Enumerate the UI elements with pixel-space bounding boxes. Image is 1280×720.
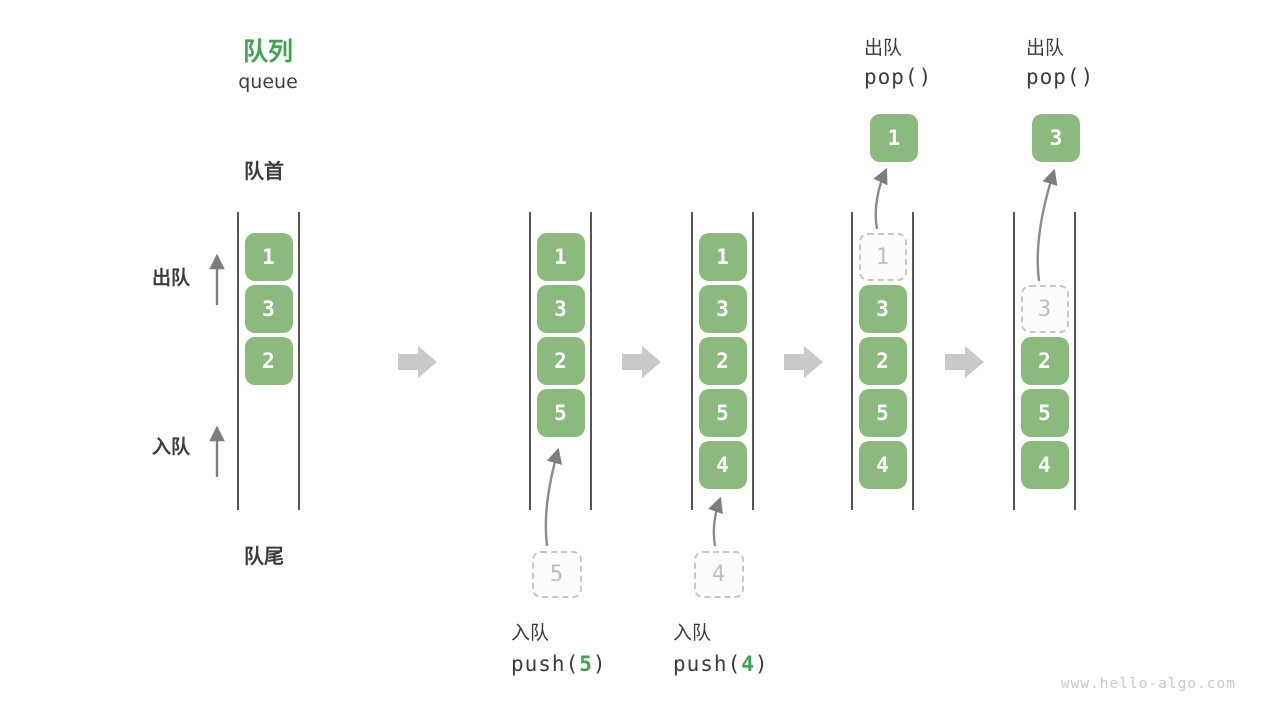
queue-rail-left xyxy=(691,212,693,510)
code-text: push( xyxy=(673,652,742,676)
diagram-title-en: queue xyxy=(238,71,298,93)
pending-enqueue-box: 5 xyxy=(531,551,582,598)
watermark: www.hello-algo.com xyxy=(1060,676,1236,692)
enqueue-op-code: push(5) xyxy=(511,652,607,676)
next-step-arrow-icon xyxy=(945,346,984,378)
next-step-arrow-icon xyxy=(398,346,437,378)
queue-cell: 3 xyxy=(698,285,747,333)
queue-rail-right xyxy=(298,212,300,510)
label-queue-front: 队首 xyxy=(244,159,284,183)
code-text: ) xyxy=(754,652,769,676)
code-argument: 5 xyxy=(579,652,593,676)
queue-cell: 4 xyxy=(858,441,907,489)
queue-rail-left xyxy=(237,212,239,510)
queue-cell: 3 xyxy=(244,285,293,333)
enqueue-flow-arrow-icon xyxy=(544,447,562,547)
queue-rail-right xyxy=(912,212,914,510)
pending-enqueue-box: 4 xyxy=(693,551,744,598)
code-text: ) xyxy=(592,652,607,676)
code-argument: 4 xyxy=(741,652,755,676)
queue-rail-left xyxy=(851,212,853,510)
dequeue-op-code: pop() xyxy=(864,65,933,89)
queue-rail-right xyxy=(752,212,754,510)
queue-rail-left xyxy=(529,212,531,510)
next-step-arrow-icon xyxy=(622,346,661,378)
queue-rail-right xyxy=(1074,212,1076,510)
queue-cell: 5 xyxy=(536,389,585,437)
popped-value-box: 3 xyxy=(1032,114,1080,162)
queue-cell-dashed: 1 xyxy=(858,233,907,281)
queue-cell: 4 xyxy=(698,441,747,489)
queue-rail-left xyxy=(1013,212,1015,510)
queue-cell: 3 xyxy=(858,285,907,333)
queue-cell: 2 xyxy=(858,337,907,385)
dequeue-flow-arrow-icon xyxy=(873,167,888,230)
label-dequeue: 出队 xyxy=(152,267,191,289)
queue-cell: 1 xyxy=(244,233,293,281)
enqueue-flow-arrow-icon xyxy=(708,496,723,547)
label-enqueue: 入队 xyxy=(152,436,191,458)
queue-cell: 2 xyxy=(536,337,585,385)
diagram-title-zh: 队列 xyxy=(242,37,293,66)
queue-cell: 2 xyxy=(1020,337,1069,385)
label-queue-rear: 队尾 xyxy=(244,544,284,568)
popped-value-box: 1 xyxy=(870,114,918,162)
queue-cell: 2 xyxy=(244,337,293,385)
queue-cell: 4 xyxy=(1020,441,1069,489)
queue-cell: 2 xyxy=(698,337,747,385)
next-step-arrow-icon xyxy=(784,346,823,378)
queue-cell: 1 xyxy=(698,233,747,281)
queue-rail-right xyxy=(590,212,592,510)
enqueue-op-code: push(4) xyxy=(673,652,769,676)
queue-cell: 5 xyxy=(858,389,907,437)
queue-cell: 3 xyxy=(536,285,585,333)
dequeue-op-label: 出队 xyxy=(1026,37,1065,59)
dequeue-op-label: 出队 xyxy=(864,37,903,59)
queue-cell: 1 xyxy=(536,233,585,281)
queue-cell: 5 xyxy=(1020,389,1069,437)
code-text: push( xyxy=(511,652,580,676)
dequeue-op-code: pop() xyxy=(1026,65,1095,89)
enqueue-op-label: 入队 xyxy=(673,622,712,644)
dequeue-flow-arrow-icon xyxy=(1036,168,1058,282)
queue-cell: 5 xyxy=(698,389,747,437)
queue-cell-dashed: 3 xyxy=(1020,285,1069,333)
enqueue-op-label: 入队 xyxy=(511,622,550,644)
